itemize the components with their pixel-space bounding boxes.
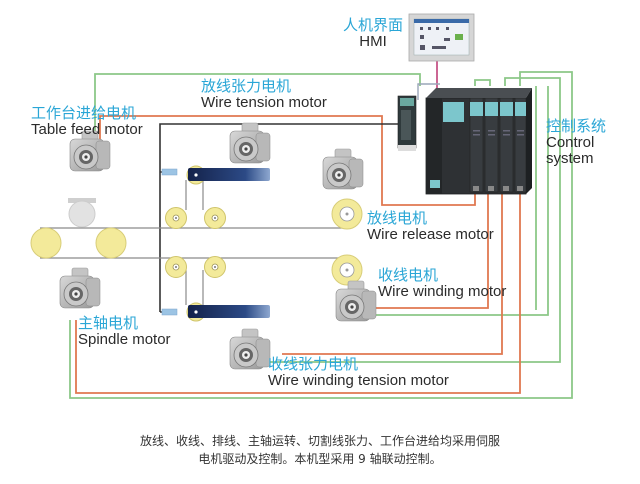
wire-winding-motor-icon (335, 280, 377, 322)
workpiece (68, 200, 96, 228)
hmi-label-cn: 人机界面 (342, 16, 403, 34)
power-wires-orange (75, 115, 521, 394)
green-wire-winding (370, 86, 549, 316)
tension-arm-bottom (186, 302, 270, 322)
control-system-label-en-1: Control (546, 133, 595, 151)
control-system-drives (397, 88, 532, 195)
orange-wire-wire-tension (99, 115, 476, 206)
caption-line-2: 电机驱动及控制。本机型采用 9 轴联动控制。 (198, 452, 442, 466)
guide-pulley (204, 256, 226, 278)
hmi-link-gray (417, 83, 440, 100)
orange-wire-winding (372, 190, 489, 309)
winding-spool (331, 254, 363, 286)
green-wire-ctrl-a (474, 79, 491, 86)
table-feed-motor-label-en: Table feed motor (31, 120, 143, 138)
wire-winding-motor-label: 收线电机 Wire winding motor (378, 266, 507, 300)
spindle-motor-label-en: Spindle motor (78, 330, 171, 348)
wire-release-motor-label-cn: 放线电机 (367, 209, 428, 227)
table-feed-motor-label: 工作台进给电机 Table feed motor (31, 104, 143, 138)
guide-pulley (165, 207, 187, 229)
wire-winding-tension-motor-label-en: Wire winding tension motor (268, 371, 449, 389)
wire-tension-motor-icon (229, 122, 271, 164)
wire-release-motor-label-en: Wire release motor (367, 225, 494, 243)
wire-winding-tension-motor-icon (229, 328, 271, 370)
control-system-label-cn: 控制系统 (546, 117, 607, 135)
wire-tension-motor-label: 放线张力电机 Wire tension motor (201, 77, 327, 111)
guide-pulley (165, 256, 187, 278)
orange-wire-winding-tension (282, 190, 503, 355)
signal-wires-green (69, 71, 573, 399)
wire-release-motor-icon (322, 148, 364, 190)
caption: 放线、收线、排线、主轴运转、切割线张力、工作台进给均采用伺服 电机驱动及控制。本… (0, 432, 640, 468)
arm-sensor-bottom (161, 308, 178, 316)
spindle-motor-label: 主轴电机 Spindle motor (78, 314, 171, 348)
green-wire-table-feed (94, 73, 421, 148)
hmi-panel (408, 13, 475, 62)
green-wire-winding-tension (268, 77, 561, 363)
orange-wire-spindle (75, 190, 521, 394)
wire-saw-mechanism (30, 165, 363, 322)
hmi-label: 人机界面 HMI (340, 16, 406, 50)
spindle-motor-label-cn: 主轴电机 (78, 314, 139, 332)
arm-sensor-top (161, 168, 178, 176)
hmi-label-en: HMI (359, 32, 387, 50)
wire-winding-tension-motor-label-cn: 收线张力电机 (268, 355, 359, 373)
release-spool (331, 198, 363, 230)
small-drive-module (397, 95, 417, 151)
control-system-label: 控制系统 Control system (546, 117, 607, 167)
wire-winding-motor-label-en: Wire winding motor (378, 282, 507, 300)
guide-pulley (204, 207, 226, 229)
wire-release-motor-label: 放线电机 Wire release motor (367, 209, 494, 243)
wire-winding-tension-motor-label: 收线张力电机 Wire winding tension motor (268, 355, 449, 389)
caption-line-1: 放线、收线、排线、主轴运转、切割线张力、工作台进给均采用伺服 (139, 434, 500, 448)
feed-wire-black (159, 123, 400, 312)
wire-tension-motor-label-en: Wire tension motor (201, 93, 327, 111)
green-wire-spindle (69, 71, 573, 399)
wire-winding-motor-label-cn: 收线电机 (378, 266, 439, 284)
tension-arm-top (186, 165, 270, 185)
wire-tension-motor-label-cn: 放线张力电机 (201, 77, 292, 95)
spindle-motor-icon (59, 267, 101, 309)
main-roller-left (30, 227, 62, 259)
table-feed-motor-label-cn: 工作台进给电机 (31, 104, 137, 122)
control-system-label-en-2: system (546, 149, 594, 167)
main-roller-right (95, 227, 127, 259)
